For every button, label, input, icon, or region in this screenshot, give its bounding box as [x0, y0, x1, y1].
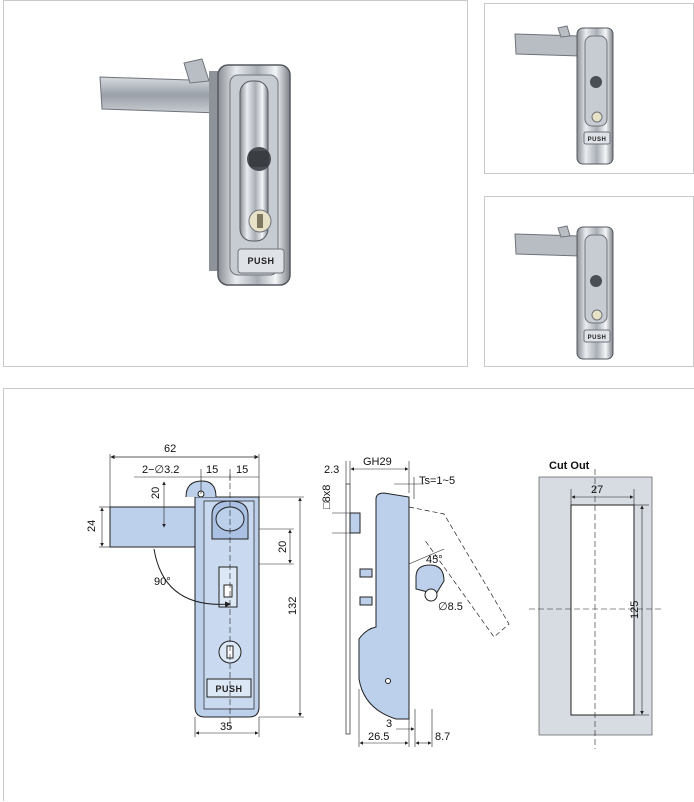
dim-hole-offset: 20 — [150, 487, 162, 499]
push-text: PUSH — [588, 335, 607, 341]
dim-left: 2.3 — [324, 464, 339, 476]
dim-ts: Ts=1~5 — [419, 475, 455, 487]
dim-side-offset: 20 — [277, 541, 289, 553]
dim-spacing-a: 15 — [206, 464, 218, 476]
technical-drawing: PUSH 90° 62 2−∅3.2 15 15 20 24 — [86, 443, 662, 749]
technical-drawing-panel: PUSH 90° 62 2−∅3.2 15 15 20 24 — [3, 388, 694, 801]
dim-gh: GH29 — [363, 456, 392, 468]
cutout-view: Cut Out 27 125 — [529, 460, 662, 749]
dim-bottom-c: 8.7 — [435, 731, 450, 743]
dim-angle: 45° — [426, 554, 443, 566]
front-view: PUSH 90° 62 2−∅3.2 15 15 20 24 — [86, 443, 304, 737]
cutout-height: 125 — [629, 601, 641, 619]
dim-handle-height: 24 — [86, 520, 98, 532]
latch-photo-thumb-2: PUSH — [514, 225, 614, 360]
push-label: PUSH — [215, 684, 242, 694]
latch-photo-main: PUSH — [99, 58, 291, 286]
thumbnail-2[interactable]: PUSH — [484, 196, 694, 367]
dim-overall-width: 62 — [164, 443, 176, 455]
side-view: ∅8.5 45° 2.3 GH29 Ts=1~5 □8x8 3 — [321, 456, 510, 747]
thumbnail-1[interactable]: PUSH — [484, 3, 694, 174]
cutout-title: Cut Out — [549, 460, 590, 472]
dim-hole-dia: ∅8.5 — [438, 601, 463, 613]
dim-hole-spec: 2−∅3.2 — [142, 464, 179, 476]
cutout-width: 27 — [591, 484, 603, 496]
dim-spacing-b: 15 — [236, 464, 248, 476]
push-text: PUSH — [588, 137, 607, 143]
latch-photo-thumb-1: PUSH — [514, 25, 614, 165]
dim-bottom-a: 3 — [386, 718, 392, 730]
rotation-label: 90° — [154, 576, 171, 588]
dim-square: □8x8 — [321, 485, 333, 509]
push-text: PUSH — [247, 256, 274, 266]
dim-body-width: 35 — [220, 721, 232, 733]
dim-bottom-b: 26.5 — [368, 731, 389, 743]
main-photo-panel[interactable]: PUSH — [3, 0, 468, 367]
dim-height: 132 — [287, 597, 299, 615]
